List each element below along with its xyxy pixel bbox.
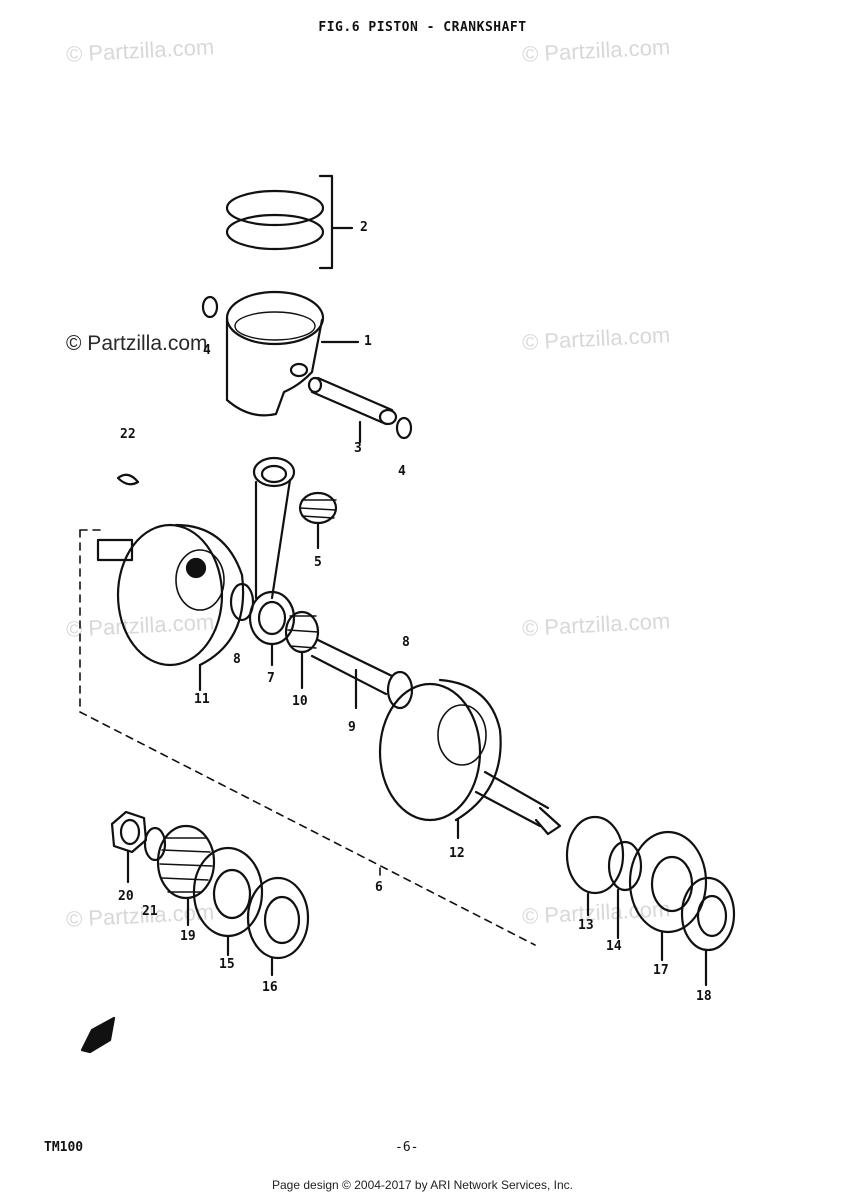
callout-1: 1 [364, 334, 372, 349]
primary-gear[interactable] [156, 824, 216, 927]
thrust-washer-right[interactable] [386, 670, 414, 710]
bearing-left[interactable] [192, 846, 264, 957]
callout-7: 7 [267, 671, 275, 686]
callout-22: 22 [120, 427, 136, 442]
piston-ring-set[interactable] [225, 174, 354, 270]
woodruff-key[interactable] [116, 473, 140, 486]
callout-2: 2 [360, 220, 368, 235]
model-label: TM100 [44, 1140, 84, 1155]
circlip-bottom[interactable] [395, 416, 413, 440]
diagram-title: FIG.6 PISTON - CRANKSHAFT [318, 20, 527, 35]
piston-pin[interactable] [307, 376, 398, 444]
callout-9: 9 [348, 720, 356, 735]
callout-8-right: 8 [402, 635, 410, 650]
callout-6: 6 [375, 880, 383, 895]
circlip-top[interactable] [201, 295, 219, 319]
shim[interactable] [565, 815, 625, 917]
callout-8-left: 8 [233, 652, 241, 667]
callout-4-top: 4 [203, 343, 211, 358]
crank-right[interactable] [378, 678, 562, 840]
connecting-rod[interactable] [248, 456, 296, 667]
callout-18: 18 [696, 989, 712, 1004]
watermark-mid-left: © Partzilla.com [66, 332, 208, 355]
callout-20: 20 [118, 889, 134, 904]
callout-11: 11 [194, 692, 210, 707]
callout-16: 16 [262, 980, 278, 995]
callout-17: 17 [653, 963, 669, 978]
needle-bearing-upper[interactable] [298, 491, 338, 550]
oil-seal-left[interactable] [246, 876, 310, 977]
callout-13: 13 [578, 918, 594, 933]
lock-washer[interactable] [143, 826, 167, 862]
copyright-notice: Page design © 2004-2017 by ARI Network S… [271, 1178, 573, 1192]
oil-seal-right[interactable] [607, 840, 643, 940]
callout-3: 3 [354, 441, 362, 456]
callout-10: 10 [292, 694, 308, 709]
callout-21: 21 [142, 904, 158, 919]
page-number: -6- [395, 1140, 419, 1155]
crank-pin[interactable] [310, 638, 394, 710]
nut[interactable] [110, 810, 148, 884]
callout-15: 15 [219, 957, 235, 972]
thrust-washer-left[interactable] [229, 582, 255, 622]
callout-5: 5 [314, 555, 322, 570]
callout-12: 12 [449, 846, 465, 861]
oil-seal-outer[interactable] [680, 876, 736, 987]
callout-4-bottom: 4 [398, 464, 406, 479]
crankshaft-assembly-bracket [79, 529, 536, 946]
bearing-right[interactable] [628, 830, 708, 962]
piston[interactable] [225, 290, 360, 417]
crank-left[interactable] [96, 523, 245, 692]
needle-bearing-lower[interactable] [284, 610, 320, 690]
front-arrow-icon [80, 1016, 116, 1054]
callout-19: 19 [180, 929, 196, 944]
callout-14: 14 [606, 939, 622, 954]
